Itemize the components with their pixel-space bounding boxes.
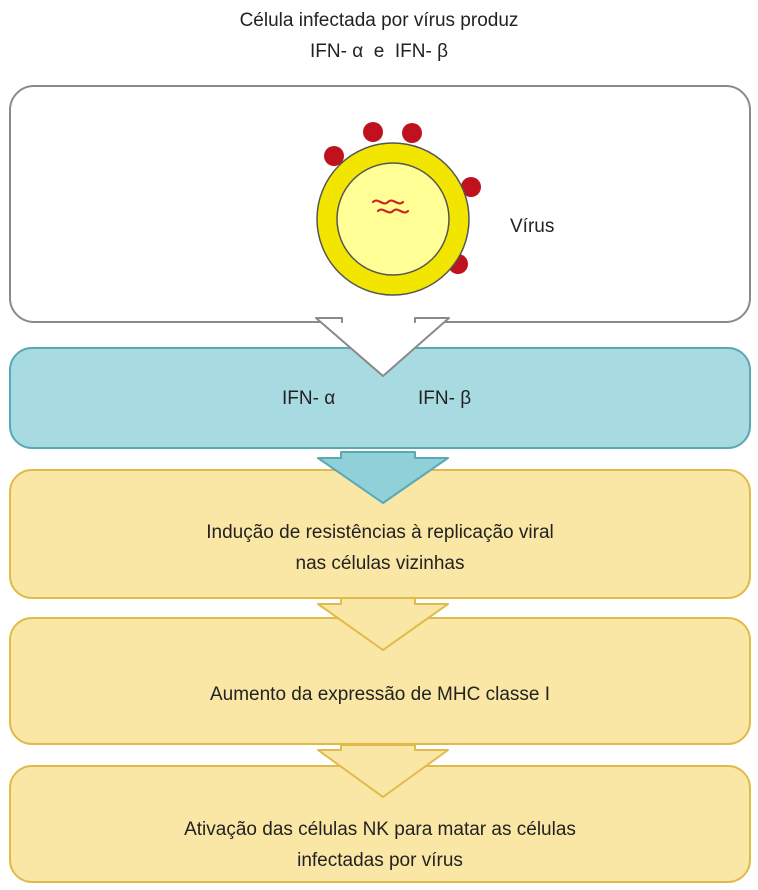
- virus-cell-icon: [316, 122, 481, 296]
- step3-line-1: Ativação das células NK para matar as cé…: [184, 819, 576, 840]
- virus-particle: [402, 123, 422, 143]
- arrow-down-yellow-2: [317, 744, 449, 798]
- step1-line-1: Indução de resistências à replicação vir…: [206, 522, 554, 543]
- step3-line-2: infectadas por vírus: [297, 850, 463, 871]
- ifn-alpha-label: IFN- α: [282, 388, 336, 409]
- virus-particle: [324, 146, 344, 166]
- step1-text: Indução de resistências à replicação vir…: [10, 517, 750, 579]
- diagram-title: Célula infectada por vírus produz IFN- α…: [0, 5, 758, 67]
- virus-label: Vírus: [510, 216, 555, 237]
- viral-rna-icon: [371, 199, 405, 205]
- viral-rna-icon: [376, 208, 410, 214]
- step1-line-2: nas células vizinhas: [295, 553, 465, 574]
- arrow-down-teal: [317, 451, 449, 504]
- step2-line-1: Aumento da expressão de MHC classe I: [209, 684, 551, 705]
- nucleus: [336, 162, 450, 276]
- title-line-2: IFN- α e IFN- β: [309, 41, 449, 62]
- ifn-beta-label: IFN- β: [418, 388, 472, 409]
- title-line-1: Célula infectada por vírus produz: [239, 10, 519, 31]
- virus-particle: [461, 177, 481, 197]
- step3-text: Ativação das células NK para matar as cé…: [10, 814, 750, 876]
- arrow-down-yellow-1: [317, 597, 449, 651]
- step2-text: Aumento da expressão de MHC classe I: [10, 679, 750, 710]
- virus-particle: [363, 122, 383, 142]
